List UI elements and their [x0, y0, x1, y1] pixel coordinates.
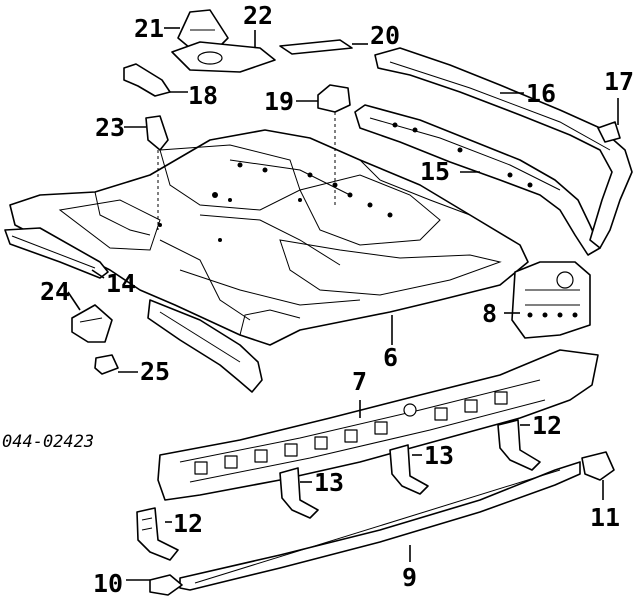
callout-18: 18: [188, 81, 218, 110]
floor-pan-part-6: [9, 129, 529, 346]
rocker-outer-part-9: [179, 461, 581, 591]
callout-9: 9: [402, 563, 417, 592]
callout-16: 16: [526, 79, 556, 108]
bracket-part-18: [123, 63, 171, 97]
bracket-part-12-lower: [136, 507, 179, 561]
callout-22: 22: [243, 1, 273, 30]
callout-13-right: 13: [424, 441, 454, 470]
callout-19: 19: [264, 87, 294, 116]
plate-part-22: [171, 41, 276, 73]
bracket-part-19: [317, 84, 351, 113]
leader-lines: [67, 27, 619, 581]
callout-25: 25: [140, 357, 170, 386]
rear-bracket-part-8: [511, 261, 591, 339]
callout-23: 23: [95, 113, 125, 142]
bracket-part-17: [597, 121, 621, 143]
front-sill-part-14: [4, 227, 109, 279]
floor-rocker-section: [147, 299, 263, 393]
callout-13-left: 13: [314, 468, 344, 497]
callout-7: 7: [352, 367, 367, 396]
rocker-panel-part-7: [157, 349, 599, 501]
bracket-part-12-upper: [497, 419, 541, 471]
callout-12-lower: 12: [173, 509, 203, 538]
callout-15: 15: [420, 157, 450, 186]
callout-12-upper: 12: [532, 411, 562, 440]
bracket-part-23: [145, 115, 169, 151]
callout-8: 8: [482, 299, 497, 328]
plate-part-20: [279, 39, 353, 55]
bracket-part-10: [149, 574, 183, 596]
callout-14: 14: [106, 269, 136, 298]
callout-11: 11: [590, 503, 620, 532]
callout-24: 24: [40, 277, 70, 306]
inner-rail-part-15: [354, 104, 601, 256]
reference-code: 044-02423: [2, 432, 94, 452]
callout-17: 17: [604, 67, 634, 96]
callout-21: 21: [134, 14, 164, 43]
callout-10: 10: [93, 569, 123, 598]
bracket-part-13-right: [389, 444, 429, 495]
bracket-part-11: [581, 451, 615, 481]
bracket-part-13-left: [279, 467, 319, 519]
callout-6: 6: [383, 343, 398, 372]
shift-boot-part-21: [177, 9, 229, 49]
bracket-part-25: [94, 354, 119, 375]
bracket-part-24: [71, 304, 113, 343]
callout-20: 20: [370, 21, 400, 50]
